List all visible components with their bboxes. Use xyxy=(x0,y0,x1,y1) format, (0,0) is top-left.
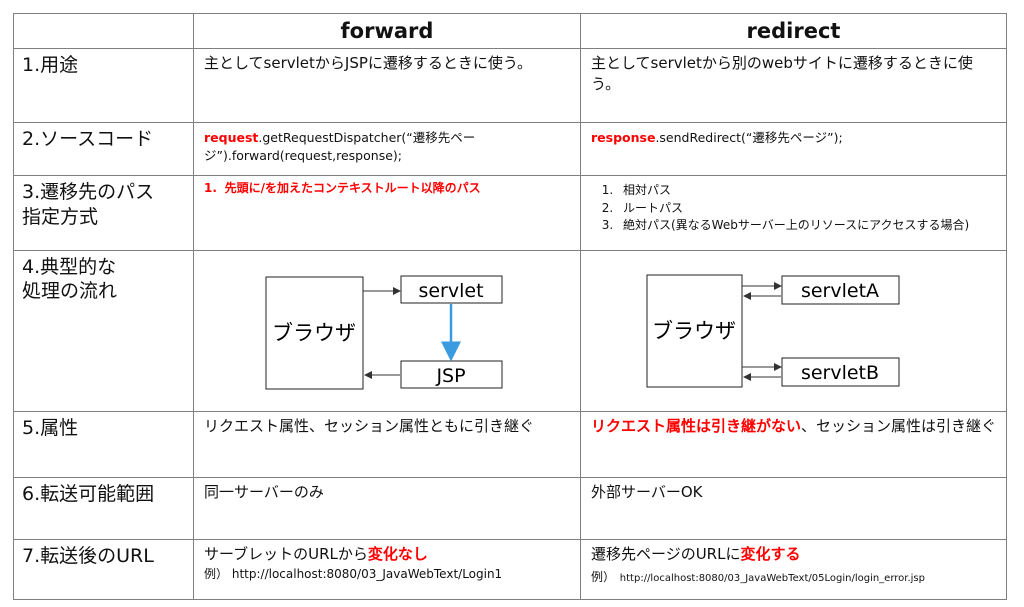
comparison-table: forward redirect 1.用途 主としてservletからJSPに遷… xyxy=(13,12,1007,600)
flow-redirect: ブラウザ servletA servletB xyxy=(580,249,1007,412)
purpose-redirect: 主としてservletから別のwebサイトに遷移するときに使う。 xyxy=(580,48,1007,123)
url-forward-example-label: 例） xyxy=(204,567,229,581)
url-forward-text: サーブレットのURLから xyxy=(204,545,368,563)
row-purpose: 1.用途 主としてservletからJSPに遷移するときに使う。 主としてser… xyxy=(13,48,1007,123)
forward-jsp-label: JSP xyxy=(435,365,465,387)
source-forward-object: request xyxy=(204,129,259,145)
row-attribute: 5.属性 リクエスト属性、セッション属性ともに引き継ぐ リクエスト属性は引き継が… xyxy=(13,410,1007,479)
attribute-redirect-rest: 、セッション属性は引き継ぐ xyxy=(801,416,997,435)
row-label-path-line1: 3.遷移先のパス xyxy=(22,181,155,204)
source-redirect-object: response xyxy=(591,129,656,145)
row-label-flow-line2: 処理の流れ xyxy=(22,280,118,303)
row-flow: 4.典型的な処理の流れ ブラウザ servlet JSP xyxy=(13,249,1007,412)
redirect-servletB-box xyxy=(781,357,900,387)
row-url: 7.転送後のURL サーブレットのURLから変化なし 例） http://loc… xyxy=(13,539,1007,600)
url-redirect: 遷移先ページのURLに変化する 例） http://localhost:8080… xyxy=(580,539,1007,600)
redirect-servletB-label: servletB xyxy=(801,362,879,384)
redirect-servletA-box xyxy=(781,275,900,305)
forward-servlet-box xyxy=(400,275,503,304)
url-forward-example: 例） http://localhost:8080/03_JavaWebText/… xyxy=(204,566,572,583)
source-redirect: response.sendRedirect(“遷移先ページ”); xyxy=(580,121,1007,177)
path-redirect-item-root: ルートパス xyxy=(617,200,998,217)
header-redirect: redirect xyxy=(580,12,1007,50)
redirect-flow-diagram: ブラウザ servletA servletB xyxy=(646,274,900,388)
attribute-forward: リクエスト属性、セッション属性ともに引き継ぐ xyxy=(193,410,581,479)
row-source: 2.ソースコード request.getRequestDispatcher(“遷… xyxy=(13,121,1007,177)
source-forward-code: .getRequestDispatcher(“遷移先ページ”).forward(… xyxy=(204,129,476,163)
attribute-redirect: リクエスト属性は引き継がない、セッション属性は引き継ぐ xyxy=(580,410,1007,479)
redirect-browser-box xyxy=(646,274,743,388)
row-label-path-line2: 指定方式 xyxy=(22,205,99,228)
row-label-source: 2.ソースコード xyxy=(13,121,194,177)
redirect-browser-label: ブラウザ xyxy=(652,319,736,343)
attribute-redirect-red: リクエスト属性は引き継がない xyxy=(591,416,802,435)
path-redirect-item-absolute: 絶対パス(異なるWebサーバー上のリソースにアクセスする場合) xyxy=(617,217,998,234)
header-row: forward redirect xyxy=(13,12,1007,50)
url-redirect-example-label: 例） xyxy=(591,570,616,584)
row-range: 6.転送可能範囲 同一サーバーのみ 外部サーバーOK xyxy=(13,477,1007,540)
url-redirect-example: 例） http://localhost:8080/03_JavaWebText/… xyxy=(591,566,998,587)
row-label-range: 6.転送可能範囲 xyxy=(13,477,194,540)
forward-jsp-box xyxy=(400,360,503,389)
url-redirect-line: 遷移先ページのURLに変化する xyxy=(591,544,998,565)
row-label-url: 7.転送後のURL xyxy=(13,539,194,600)
forward-browser-box xyxy=(265,276,364,390)
redirect-servletA-label: servletA xyxy=(801,280,879,302)
header-empty-cell xyxy=(13,12,194,50)
forward-flow-diagram: ブラウザ servlet JSP xyxy=(265,275,503,390)
path-forward: 1. 先頭に/を加えたコンテキストルート以降のパス xyxy=(193,175,581,251)
path-redirect-item-relative: 相対パス xyxy=(617,182,998,199)
header-forward: forward xyxy=(193,12,581,50)
row-label-attribute: 5.属性 xyxy=(13,410,194,479)
row-label-flow-line1: 4.典型的な xyxy=(22,255,117,278)
url-redirect-text: 遷移先ページのURLに xyxy=(591,545,741,563)
row-label-path: 3.遷移先のパス指定方式 xyxy=(13,175,194,251)
path-forward-number: 1. xyxy=(204,181,217,196)
range-redirect: 外部サーバーOK xyxy=(580,477,1007,540)
url-redirect-red: 変化する xyxy=(740,545,801,563)
forward-servlet-label: servlet xyxy=(418,280,483,302)
flow-forward: ブラウザ servlet JSP xyxy=(193,249,581,412)
row-label-flow: 4.典型的な処理の流れ xyxy=(13,249,194,412)
purpose-forward: 主としてservletからJSPに遷移するときに使う。 xyxy=(193,48,581,123)
path-forward-text: 先頭に/を加えたコンテキストルート以降のパス xyxy=(224,181,481,196)
path-redirect-list: 相対パス ルートパス 絶対パス(異なるWebサーバー上のリソースにアクセスする場… xyxy=(591,182,998,234)
source-forward: request.getRequestDispatcher(“遷移先ページ”).f… xyxy=(193,121,581,177)
range-forward: 同一サーバーのみ xyxy=(193,477,581,540)
url-forward-line: サーブレットのURLから変化なし xyxy=(204,544,572,565)
path-redirect: 相対パス ルートパス 絶対パス(異なるWebサーバー上のリソースにアクセスする場… xyxy=(580,175,1007,251)
url-forward-red: 変化なし xyxy=(367,545,428,563)
forward-browser-label: ブラウザ xyxy=(272,321,356,345)
url-forward-example-url: http://localhost:8080/03_JavaWebText/Log… xyxy=(231,567,503,581)
source-redirect-code: .sendRedirect(“遷移先ページ”); xyxy=(655,129,843,145)
url-forward: サーブレットのURLから変化なし 例） http://localhost:808… xyxy=(193,539,581,600)
url-redirect-example-url: http://localhost:8080/03_JavaWebText/05L… xyxy=(619,573,925,584)
row-label-purpose: 1.用途 xyxy=(13,48,194,123)
